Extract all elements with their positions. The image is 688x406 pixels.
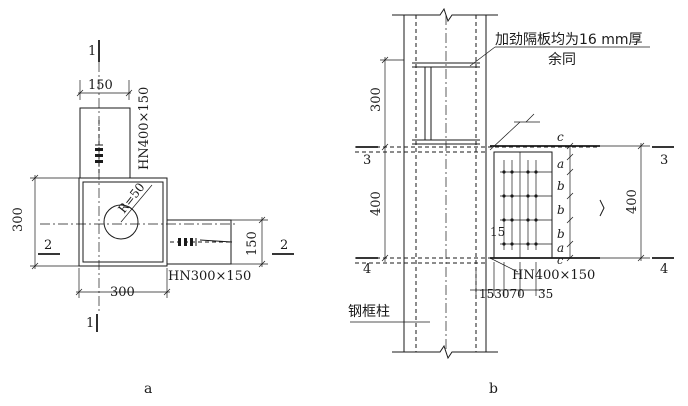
beam-top-plan: HN400×150	[79, 62, 152, 314]
svg-text:300: 300	[11, 207, 26, 232]
svg-text:b: b	[557, 179, 565, 193]
svg-text:余同: 余同	[548, 51, 576, 68]
column-plan: R=50	[40, 177, 236, 267]
svg-text:a: a	[557, 157, 564, 171]
svg-text:4: 4	[660, 262, 668, 277]
figure-b: 加劲隔板均为16 mm厚 余同 300 400 3 4	[348, 7, 674, 397]
svg-text:2: 2	[44, 238, 52, 253]
dim-plate-chain: c a b b b a c	[557, 130, 574, 267]
svg-text:15: 15	[490, 225, 505, 239]
svg-text:150: 150	[245, 231, 260, 256]
svg-text:4: 4	[363, 262, 371, 277]
svg-text:3: 3	[660, 153, 668, 168]
figure-a: 1 1 150 HN400×150	[11, 40, 294, 397]
section-mark-1-bottom: 1	[86, 314, 98, 332]
dim-column-width: 300	[75, 268, 171, 300]
svg-text:153070: 153070	[479, 287, 525, 301]
svg-text:c: c	[557, 130, 564, 144]
stiffener-note: 加劲隔板均为16 mm厚 余同	[469, 32, 650, 68]
svg-text:R=50: R=50	[115, 180, 147, 216]
svg-text:HN400×150: HN400×150	[137, 87, 152, 170]
svg-text:HN400×150: HN400×150	[512, 268, 595, 283]
svg-text:c: c	[557, 254, 563, 267]
upper-beam-section	[412, 62, 480, 145]
svg-text:钢框柱: 钢框柱	[348, 304, 390, 320]
dim-top-width: 150	[76, 78, 133, 100]
column-label: 钢框柱	[348, 304, 430, 323]
svg-text:b: b	[557, 203, 565, 217]
svg-text:3: 3	[363, 153, 371, 168]
svg-text:2: 2	[280, 238, 288, 253]
svg-text:400: 400	[369, 191, 384, 216]
svg-text:b: b	[557, 227, 565, 241]
beam-right-plan: HN300×150	[166, 219, 251, 284]
column-elevation	[392, 7, 498, 360]
svg-text:300: 300	[110, 285, 135, 300]
section-mark-2-right: 2	[272, 238, 294, 255]
beam-connection	[489, 113, 605, 273]
svg-text:加劲隔板均为16 mm厚: 加劲隔板均为16 mm厚	[495, 32, 643, 48]
dim-column-height: 300	[11, 174, 80, 270]
svg-text:150: 150	[88, 78, 113, 93]
caption-a: a	[144, 381, 152, 397]
caption-b: b	[489, 381, 498, 397]
svg-text:1: 1	[86, 316, 94, 331]
level-marks-left: 3 4	[356, 146, 378, 277]
svg-text:1: 1	[88, 44, 96, 59]
section-mark-2-left: 2	[38, 238, 60, 255]
section-mark-1-top: 1	[88, 40, 100, 62]
svg-text:a: a	[557, 241, 564, 255]
dim-beam-right: 150	[231, 216, 268, 268]
dim-right-400: 400	[600, 142, 650, 262]
dim-left-chain: 300 400	[369, 56, 404, 262]
svg-text:400: 400	[625, 189, 640, 214]
dim-bottom-chain: 15 153070 35 HN400×150	[470, 225, 595, 301]
svg-text:35: 35	[538, 287, 553, 301]
svg-text:300: 300	[369, 87, 384, 112]
svg-text:HN300×150: HN300×150	[168, 269, 251, 284]
level-marks-right: 3 4	[652, 146, 674, 277]
